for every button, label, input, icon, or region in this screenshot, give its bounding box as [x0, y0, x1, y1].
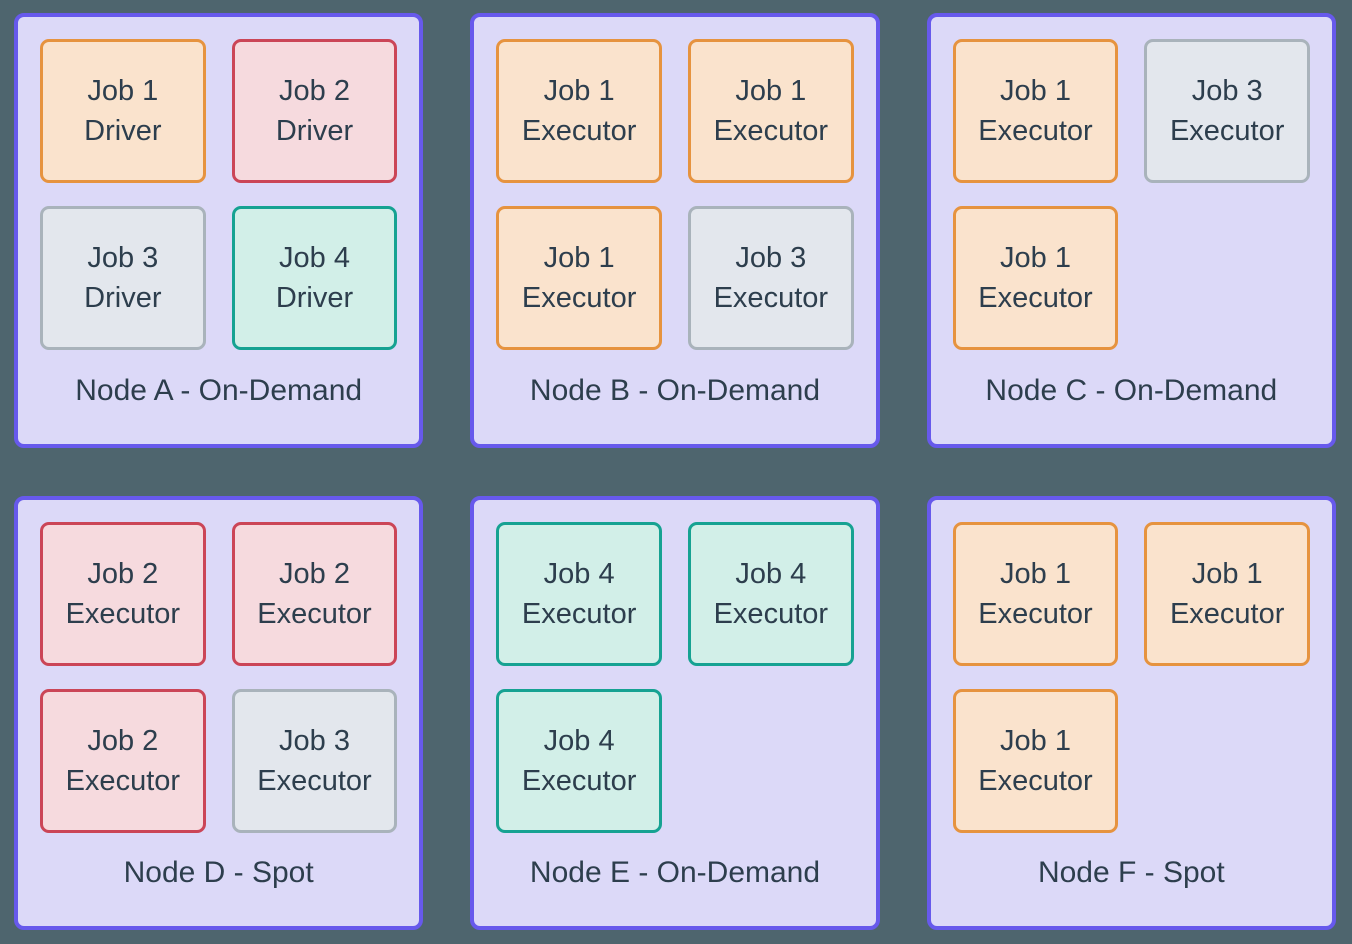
node-b-jobs: Job 1 Executor Job 1 Executor Job 1 Exec…: [496, 39, 854, 350]
job-card: Job 2 Executor: [40, 521, 206, 666]
job-name: Job 1: [1000, 75, 1071, 107]
job-card: Job 2 Executor: [231, 521, 398, 666]
job-role: Executor: [521, 115, 637, 147]
job-role: Executor: [1169, 597, 1285, 630]
job-name: Job 2: [87, 557, 159, 590]
job-name: Job 2: [279, 557, 350, 590]
job-card: Job 1 Executor: [952, 521, 1119, 666]
job-card: Job 1 Executor: [952, 206, 1119, 350]
job-role: Executor: [65, 764, 181, 797]
node-label: Node C - On-Demand: [985, 373, 1278, 407]
job-name: Job 4: [279, 242, 350, 274]
node-e: Job 4 Executor Job 4 Executor Job 4 Exec…: [470, 495, 880, 930]
job-role: Executor: [521, 597, 637, 630]
job-card: Job 1 Executor: [496, 206, 662, 350]
node-e-jobs: Job 4 Executor Job 4 Executor Job 4 Exec…: [496, 521, 854, 833]
job-card: Job 1 Executor: [1144, 521, 1310, 666]
node-label: Node E - On-Demand: [529, 856, 821, 890]
job-name: Job 4: [735, 557, 807, 590]
job-role: Executor: [713, 597, 829, 630]
job-role: Executor: [521, 764, 637, 797]
job-role: Driver: [275, 115, 354, 147]
job-name: Job 2: [279, 75, 350, 107]
job-name: Job 1: [543, 242, 615, 274]
job-role: Executor: [257, 764, 372, 797]
node-f-label-area: Node F - Spot: [953, 833, 1310, 915]
job-name: Job 1: [1000, 242, 1071, 274]
job-card: Job 2 Executor: [40, 688, 206, 833]
job-name: Job 1: [1191, 557, 1263, 590]
job-role: Executor: [1169, 115, 1285, 147]
job-role: Executor: [978, 282, 1093, 314]
job-card: Job 3 Executor: [687, 206, 854, 350]
job-card: Job 3 Executor: [231, 688, 398, 833]
node-e-label-area: Node E - On-Demand: [496, 833, 853, 915]
job-card: Job 3 Driver: [40, 206, 206, 350]
node-d: Job 2 Executor Job 2 Executor Job 2 Exec…: [14, 495, 424, 930]
job-name: Job 4: [543, 557, 615, 590]
job-name: Job 3: [87, 242, 159, 274]
job-card: Job 4 Executor: [687, 521, 854, 666]
job-role: Executor: [521, 282, 637, 314]
node-f-jobs: Job 1 Executor Job 1 Executor Job 1 Exec…: [952, 521, 1310, 833]
job-name: Job 2: [87, 724, 159, 757]
job-name: Job 1: [543, 75, 615, 107]
job-role: Executor: [257, 597, 372, 630]
node-d-jobs: Job 2 Executor Job 2 Executor Job 2 Exec…: [40, 521, 398, 833]
node-b: Job 1 Executor Job 1 Executor Job 1 Exec…: [470, 13, 880, 448]
job-role: Executor: [978, 764, 1093, 797]
node-d-label-area: Node D - Spot: [40, 833, 397, 915]
job-name: Job 3: [735, 242, 807, 274]
job-name: Job 1: [1000, 724, 1071, 757]
node-label: Node F - Spot: [1037, 856, 1225, 890]
job-role: Driver: [84, 115, 162, 147]
job-role: Executor: [713, 115, 829, 147]
node-b-label-area: Node B - On-Demand: [496, 350, 853, 432]
job-card: Job 3 Executor: [1144, 39, 1310, 183]
job-name: Job 1: [735, 75, 807, 107]
job-role: Driver: [275, 282, 354, 314]
job-name: Job 3: [279, 724, 350, 757]
job-role: Driver: [84, 282, 162, 314]
node-a: Job 1 Driver Job 2 Driver Job 3 Driver J…: [14, 13, 424, 448]
job-card: Job 1 Executor: [687, 39, 854, 183]
job-role: Executor: [713, 282, 829, 314]
node-a-label-area: Node A - On-Demand: [40, 350, 397, 432]
node-f: Job 1 Executor Job 1 Executor Job 1 Exec…: [926, 495, 1336, 930]
node-c-jobs: Job 1 Executor Job 3 Executor Job 1 Exec…: [952, 39, 1310, 350]
job-role: Executor: [978, 115, 1093, 147]
job-role: Executor: [65, 597, 181, 630]
job-card: Job 1 Driver: [40, 39, 206, 183]
job-card: Job 4 Executor: [496, 521, 662, 666]
node-c: Job 1 Executor Job 3 Executor Job 1 Exec…: [926, 13, 1336, 448]
job-name: Job 4: [543, 724, 615, 757]
job-name: Job 3: [1191, 75, 1263, 107]
job-role: Executor: [978, 597, 1093, 630]
node-a-jobs: Job 1 Driver Job 2 Driver Job 3 Driver J…: [40, 39, 398, 350]
node-c-label-area: Node C - On-Demand: [953, 350, 1310, 432]
job-card: Job 1 Executor: [496, 39, 662, 183]
node-label: Node B - On-Demand: [529, 373, 821, 407]
job-card: Job 4 Executor: [496, 688, 662, 833]
job-name: Job 1: [1000, 557, 1071, 590]
job-card: Job 1 Executor: [952, 688, 1119, 833]
node-label: Node D - Spot: [123, 856, 314, 890]
job-name: Job 1: [87, 75, 159, 107]
job-card: Job 4 Driver: [231, 206, 398, 350]
job-card: Job 2 Driver: [231, 39, 398, 183]
job-card: Job 1 Executor: [952, 39, 1119, 183]
node-label: Node A - On-Demand: [75, 373, 363, 407]
